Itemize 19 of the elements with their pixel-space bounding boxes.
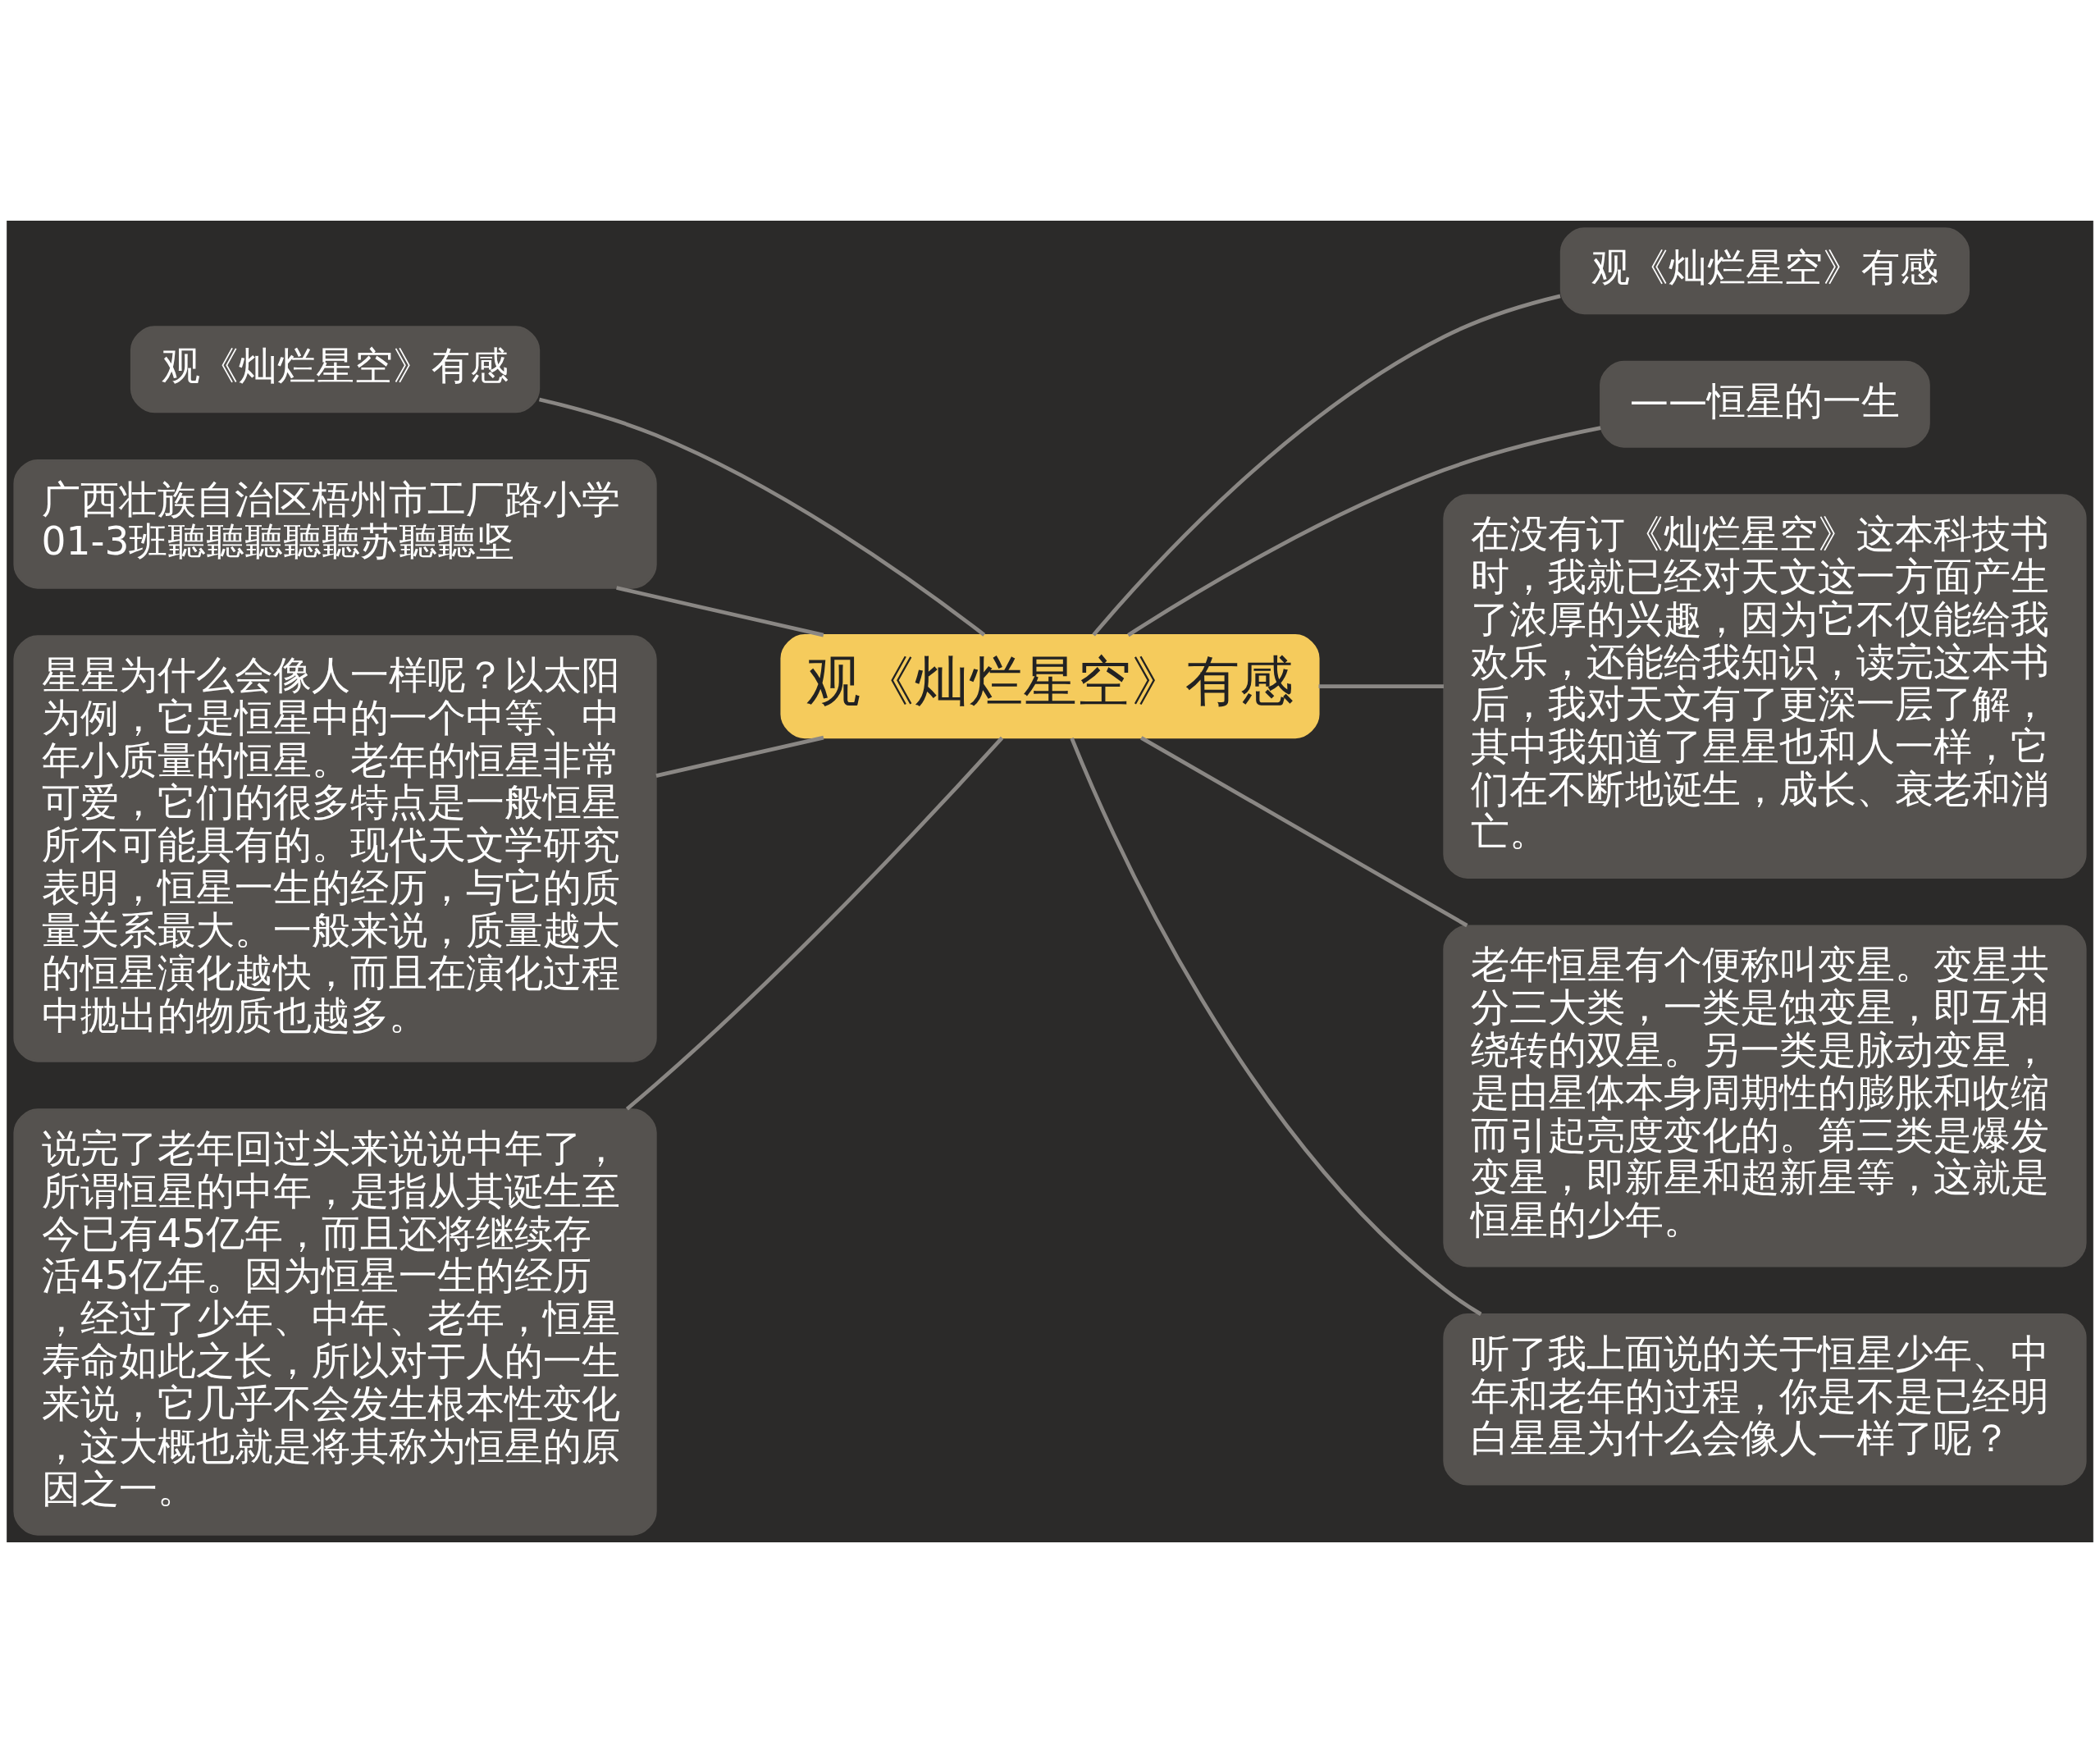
node-box: 说完了老年回过头来说说中年了，所谓恒星的中年，是指从其诞生至今已有45亿年，而且还将继续存活45亿年。因为恒星一生的经历，经过了少年、中年、老年，恒星寿命如此之长，所以对于人的一生来说，它几乎不会发生根本性变化，这大概也就是将其称为恒星的原因之一。 bbox=[13, 1108, 657, 1536]
node-box: 星星为什么会像人一样呢？以太阳为例，它是恒星中的一个中等、中年小质量的恒星。老年的恒星非常可爱，它们的很多特点是一般恒星所不可能具有的。现代天文学研究表明，恒星一生的经历，与它的质量关系最大。一般来说，质量越大的恒星演化越快，而且在演化过程中抛出的物质也越多。 bbox=[13, 635, 657, 1062]
connector bbox=[1092, 294, 1561, 637]
node-box: 观《灿烂星空》有感 bbox=[780, 634, 1320, 739]
node-box: 听了我上面说的关于恒星少年、中年和老年的过程，你是不是已经明白星星为什么会像人一样了呢？ bbox=[1443, 1313, 2087, 1486]
node-box: 老年恒星有个便称叫变星。变星共分三大类，一类是蚀变星，即互相绕转的双星。另一类是脉动变星，是由星体本身周期性的膨胀和收缩而引起亮度变化的。第三类是爆发变星，即新星和超新星等，这就是恒星的少年。 bbox=[1443, 925, 2087, 1267]
node-box: 在没有订《灿烂星空》这本科技书时，我就已经对天文这一方面产生了浓厚的兴趣，因为它不仅能给我欢乐，还能给我知识，读完这本书后，我对天文有了更深一层了解，其中我知道了星星也和人一样，它们在不断地诞生，成长、衰老和消亡。 bbox=[1443, 494, 2087, 879]
connector bbox=[625, 736, 1004, 1111]
node-box: 观《灿烂星空》有感 bbox=[1559, 227, 1970, 315]
node-box: 观《灿烂星空》有感 bbox=[130, 326, 541, 413]
connector bbox=[1140, 736, 1468, 928]
connector bbox=[616, 586, 824, 637]
connector bbox=[1127, 426, 1601, 637]
connector bbox=[1318, 684, 1444, 688]
node-box: ——恒星的一生 bbox=[1600, 360, 1930, 448]
node-box: 广西壮族自治区梧州市工厂路小学01-3班聽聽聽聽聽苏聽聽坚 bbox=[13, 459, 657, 589]
connector bbox=[538, 397, 986, 637]
connector bbox=[1070, 737, 1482, 1316]
connector bbox=[655, 735, 824, 778]
